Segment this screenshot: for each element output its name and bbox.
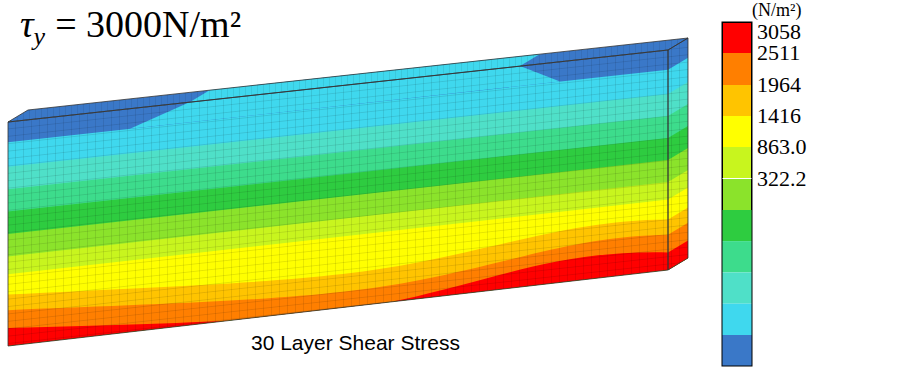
color-swatch xyxy=(722,116,752,147)
color-swatch xyxy=(722,179,752,210)
mesh xyxy=(0,40,680,360)
title-formula: τy = 3000N/m² xyxy=(20,2,241,52)
side-face xyxy=(668,38,688,270)
scale-value: 863.0 xyxy=(757,135,807,159)
color-swatch xyxy=(722,85,752,116)
symbol: τ xyxy=(20,2,34,46)
scale-value: 1964 xyxy=(757,73,801,97)
caption: 30 Layer Shear Stress xyxy=(247,330,464,356)
color-swatch xyxy=(722,53,752,84)
scale-value: 2511 xyxy=(757,41,800,65)
value-text: = 3000N/m² xyxy=(55,2,241,46)
color-swatch xyxy=(722,22,752,53)
color-bar xyxy=(722,22,752,366)
front-face xyxy=(0,40,680,360)
scale-value: 322.2 xyxy=(757,167,807,191)
scale-value: 1416 xyxy=(757,104,801,128)
box-outline xyxy=(8,38,688,346)
subscript: y xyxy=(34,22,46,52)
top-face xyxy=(8,38,688,122)
unit-label: (N/m²) xyxy=(752,0,801,20)
color-swatch xyxy=(722,147,752,178)
